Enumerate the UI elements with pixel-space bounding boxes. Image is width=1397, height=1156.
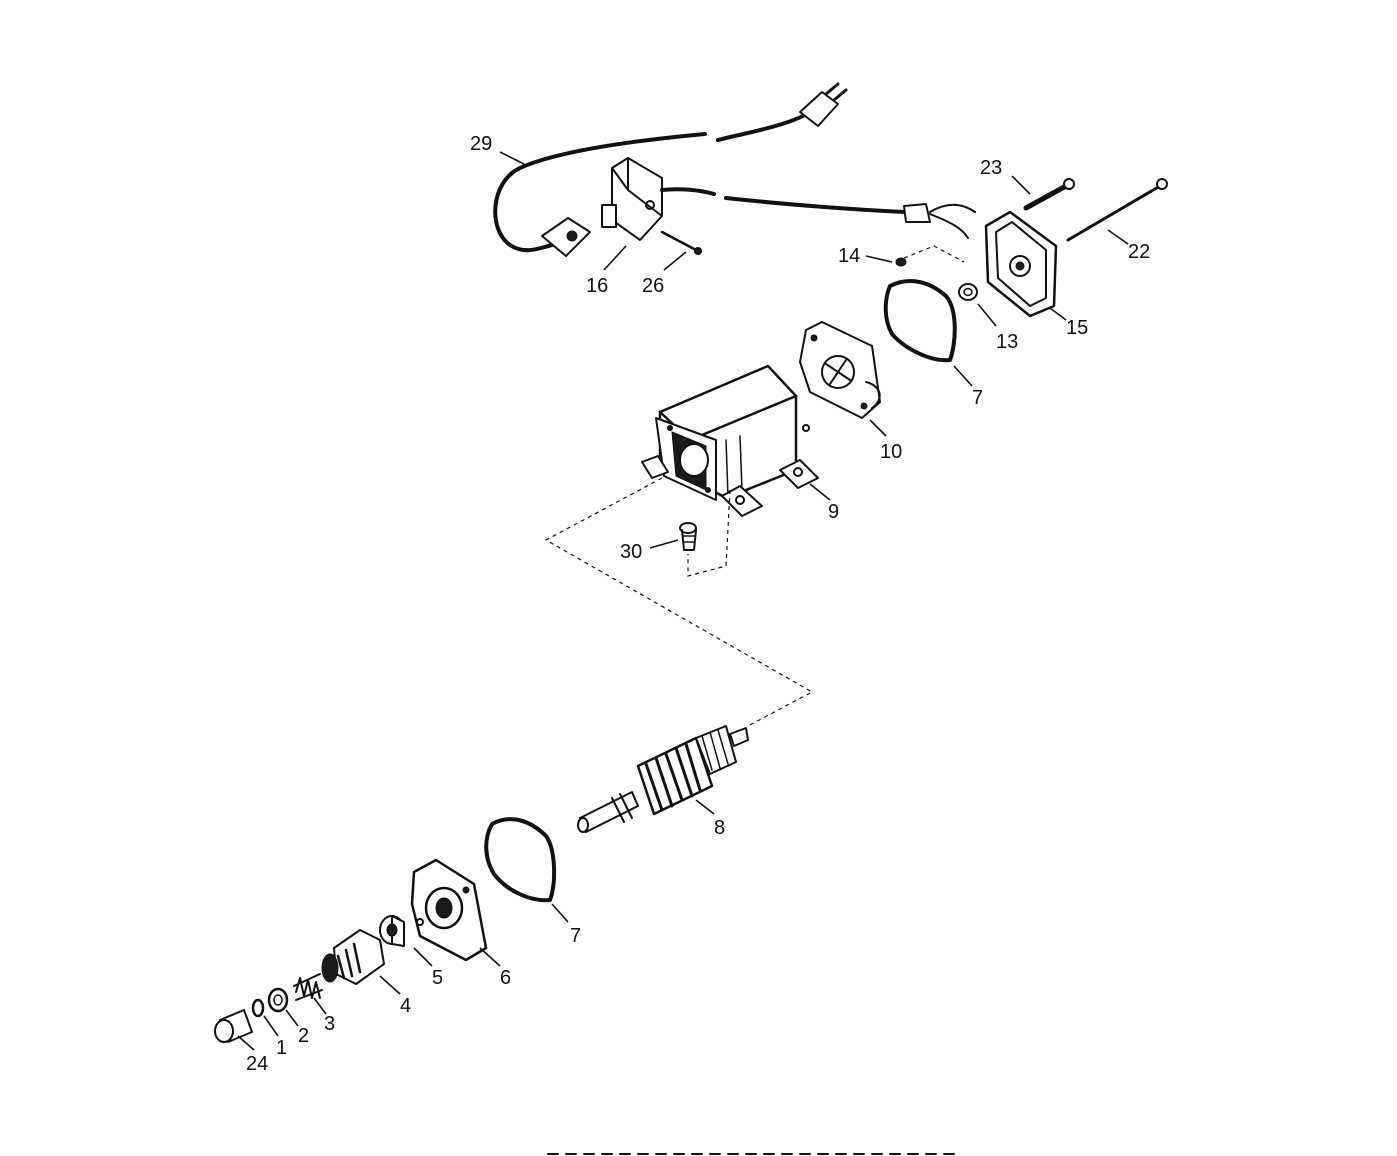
part-16-switch-box <box>601 157 716 241</box>
callout-4: 4 <box>400 995 411 1017</box>
callout-15: 15 <box>1066 317 1088 339</box>
callout-8: 8 <box>714 817 725 839</box>
part-7-upper-gasket <box>883 279 957 363</box>
part-6-end-plate <box>410 858 488 962</box>
part-10-brush-plate <box>799 321 881 419</box>
part-2-retainer <box>267 987 289 1013</box>
part-15-end-cap <box>984 210 1058 318</box>
callout-13: 13 <box>996 331 1018 353</box>
callout-26: 26 <box>642 275 664 297</box>
callout-24: 24 <box>246 1053 268 1075</box>
callout-10: 10 <box>880 441 902 463</box>
callout-6: 6 <box>500 967 511 989</box>
motor-frame <box>641 364 819 517</box>
part-7-lower-gasket <box>484 817 557 903</box>
part-29-power-cord <box>493 82 848 257</box>
cord-connector-icon <box>541 217 591 257</box>
part-23-bolt <box>1023 178 1075 211</box>
callout-7-upper: 7 <box>972 387 983 409</box>
part-5-bushing <box>379 915 405 947</box>
callout-3: 3 <box>324 1013 335 1035</box>
callout-labels: 29 16 26 23 22 14 13 15 7 10 9 30 8 7 6 … <box>246 133 1150 1075</box>
callout-29: 29 <box>470 133 492 155</box>
part-14-screw <box>895 245 965 267</box>
callout-5: 5 <box>432 967 443 989</box>
lead-wire <box>724 196 976 239</box>
part-1-snap-ring <box>251 998 265 1018</box>
callout-2: 2 <box>298 1025 309 1047</box>
part-24-cap <box>214 1009 253 1043</box>
plug-icon <box>799 82 848 127</box>
callout-23: 23 <box>980 157 1002 179</box>
alignment-dashed-lines <box>544 477 814 727</box>
callout-30: 30 <box>620 541 642 563</box>
part-3-spring <box>293 973 323 1001</box>
leader-lines <box>237 151 1129 1051</box>
callout-14: 14 <box>838 245 860 267</box>
part-13-washer <box>958 283 978 301</box>
part-22-long-bolt <box>1066 178 1168 242</box>
part-30-set-screw <box>679 522 697 551</box>
callout-9: 9 <box>828 501 839 523</box>
part-4-pinion <box>321 929 385 985</box>
callout-7-lower: 7 <box>570 925 581 947</box>
callout-1: 1 <box>276 1037 287 1059</box>
callout-16: 16 <box>586 275 608 297</box>
callout-22: 22 <box>1128 241 1150 263</box>
part-26-screw <box>660 230 702 255</box>
part-8-armature <box>577 725 749 833</box>
